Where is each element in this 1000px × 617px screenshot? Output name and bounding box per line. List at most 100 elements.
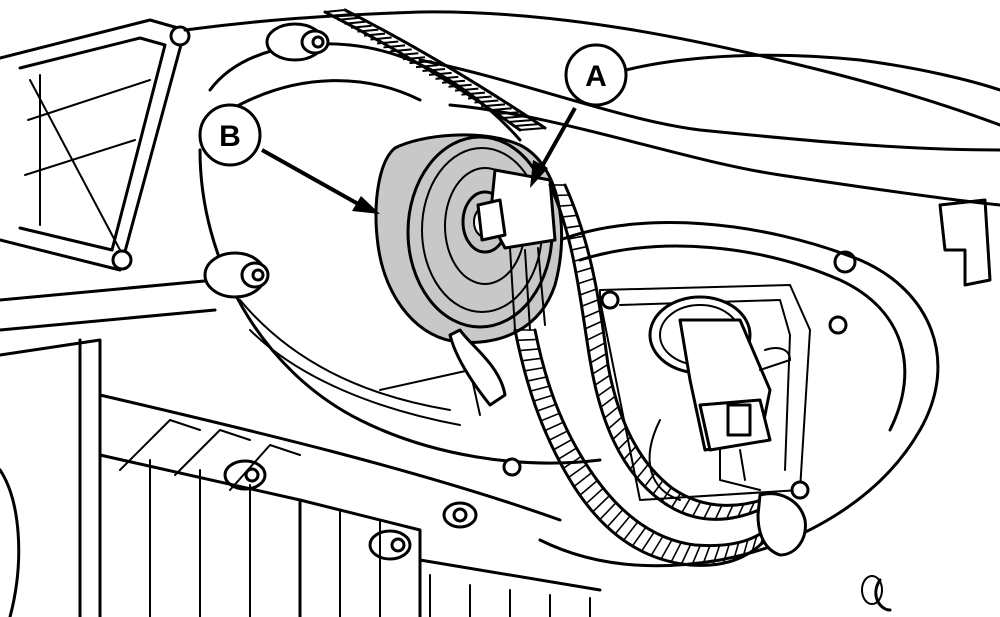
loom-rib: [530, 385, 550, 392]
duct-ridge: [370, 36, 392, 41]
loom-rib: [661, 487, 672, 502]
loom-rib: [517, 338, 538, 342]
loom-rib: [557, 447, 577, 460]
loom-rib: [577, 277, 595, 285]
duct-ridge: [350, 24, 372, 29]
loom-rib: [751, 535, 758, 552]
loom-rib: [691, 501, 702, 517]
loom-rib: [540, 412, 560, 422]
duct-ridge: [357, 28, 379, 33]
loom-rib: [585, 487, 604, 505]
resistor-connector: [648, 295, 791, 501]
loom-rib: [670, 542, 682, 563]
loom-rib: [558, 204, 574, 207]
callout-b-arrowhead: [352, 196, 380, 214]
loom-rib: [600, 395, 616, 408]
loom-rib: [592, 495, 611, 513]
loom-rib: [714, 504, 723, 520]
wiring-harness: [513, 183, 807, 567]
lower-grille: [0, 338, 602, 617]
callout-b-leader: [261, 148, 361, 207]
duct-ridge: [506, 119, 532, 124]
loom-rib: [597, 385, 613, 397]
loom-rib: [670, 492, 682, 509]
duct-ridge: [519, 127, 546, 131]
duct-ridge: [383, 44, 406, 49]
loom-rib: [519, 348, 540, 352]
loom-rib: [533, 394, 553, 402]
loom-rib: [544, 421, 564, 432]
loom-rib: [623, 445, 637, 461]
duct-ridge: [376, 40, 399, 45]
loom-rib: [562, 455, 582, 470]
loom-rib: [742, 539, 749, 557]
loom-rib: [548, 430, 568, 441]
loom-rib: [617, 436, 632, 451]
loom-rib: [581, 299, 599, 308]
loom-rib: [568, 235, 584, 240]
loom-rib: [681, 497, 691, 514]
loom-rib: [691, 545, 702, 566]
callout-b-circle: [198, 103, 262, 167]
loom-rib: [583, 309, 601, 319]
loom-rib: [536, 403, 557, 412]
loom-rib: [607, 416, 623, 430]
callout-a-label: A: [585, 60, 607, 93]
loom-rib: [588, 342, 606, 353]
loom-rib: [748, 501, 756, 515]
loom-rib: [575, 266, 593, 274]
duct-ridge: [513, 123, 539, 128]
duct-ridge: [493, 111, 519, 116]
housing-upper-shell: [0, 10, 1000, 332]
loom-rib: [586, 331, 604, 341]
loom-rib: [640, 531, 655, 552]
loom-rib: [554, 194, 570, 197]
loom-rib: [712, 545, 721, 566]
loom-rib: [573, 472, 593, 488]
mounting-posts: [203, 22, 857, 561]
loom-rib: [660, 539, 673, 560]
duct-ridge: [337, 16, 359, 21]
duct-ridge: [344, 20, 366, 25]
housing-left-bracket: [0, 18, 191, 272]
loom-rib: [629, 455, 643, 470]
loom-rib: [568, 463, 587, 479]
loom-rib: [644, 472, 656, 488]
loom-rib: [579, 288, 597, 296]
loom-rib: [521, 357, 542, 362]
loom-rib: [527, 376, 547, 382]
loom-rib: [652, 479, 664, 495]
loom-rib: [606, 508, 624, 528]
loom-rib: [599, 502, 617, 521]
loom-rib: [573, 256, 590, 263]
duct-ridge: [454, 87, 479, 92]
loom-rib: [631, 526, 647, 547]
loom-rib: [562, 214, 578, 218]
loom-rib: [571, 245, 587, 251]
loom-rib: [524, 366, 545, 372]
loom-rib: [680, 544, 692, 565]
loom-rib: [703, 503, 712, 519]
motor-electrical-connector: [476, 168, 557, 331]
loom-rib: [722, 544, 730, 564]
duct-ridge: [415, 64, 439, 69]
callout-a-arrowhead: [530, 160, 548, 188]
loom-rib: [623, 521, 639, 541]
loom-rib: [737, 503, 745, 518]
callout-a: A: [530, 43, 628, 188]
loom-rib: [614, 515, 631, 535]
duct-ridge: [389, 48, 412, 53]
loom-rib: [592, 363, 609, 375]
loom-rib: [553, 438, 573, 451]
loom-rib: [701, 545, 711, 566]
loom-rib: [725, 504, 734, 520]
callout-a-circle: [564, 43, 628, 107]
duct-ridge: [324, 9, 346, 13]
duct-ridge: [467, 95, 492, 100]
loom-rib: [612, 426, 627, 440]
callout-a-leader: [538, 107, 577, 171]
duct-ridge: [461, 91, 486, 96]
loom-rib: [590, 352, 607, 364]
duct-ridge: [500, 115, 526, 120]
loom-rib: [584, 320, 603, 330]
